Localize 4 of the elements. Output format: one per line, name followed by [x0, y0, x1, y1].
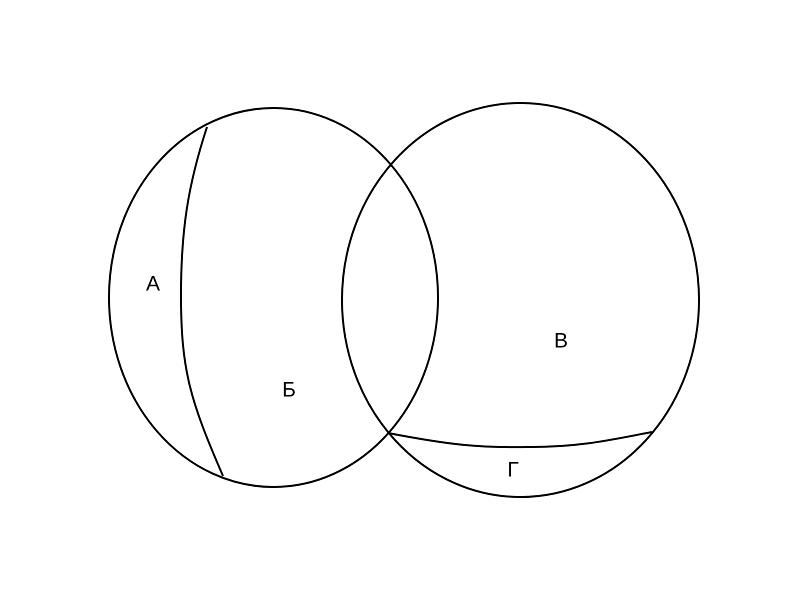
- region-label: А: [146, 274, 160, 294]
- region-label: В: [554, 330, 568, 352]
- region-label: Г: [507, 460, 519, 480]
- region-label: Б: [282, 380, 296, 400]
